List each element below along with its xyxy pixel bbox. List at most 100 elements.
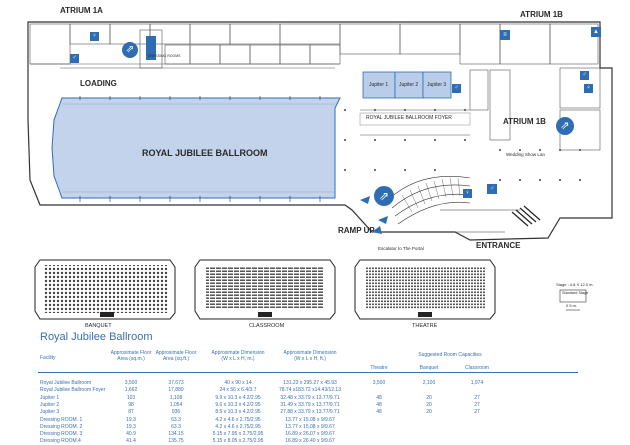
table-cell-sqft: 63.3: [171, 416, 181, 423]
header-dim-m: Approximate Dimension (W x L x H, m.): [211, 350, 265, 362]
arrow-icon: [360, 196, 370, 204]
restroom-icon: ♂: [452, 84, 461, 93]
seating-layouts: [34, 259, 587, 320]
restroom-icon: ♀: [90, 32, 99, 41]
table-cell-facility: Dressing ROOM. 1: [40, 416, 83, 423]
atrium-1b-label: ATRIUM 1B: [503, 117, 546, 126]
table-cell-classroom: 1,974: [470, 380, 484, 386]
header-classroom: Classroom: [465, 365, 489, 371]
table-cell-sqm: 19.3: [126, 416, 136, 423]
header-dim-ft: Approximate Dimension (W x L x H, ft.): [283, 350, 337, 362]
table-cell-sqft: 37,673: [168, 380, 184, 386]
table-cell-sqft: 936: [171, 409, 181, 416]
table-cell-sqft: 17,889: [168, 387, 184, 394]
classroom-label: CLASSROOM: [249, 323, 285, 329]
table-cell-facility: Royal Jubilee Ballroom Foyer: [40, 387, 106, 394]
table-cell-facility: Jupiter 2: [40, 401, 60, 408]
atrium-1a-label: ATRIUM 1A: [60, 6, 103, 15]
ballroom-label: ROYAL JUBILEE BALLROOM: [142, 148, 268, 158]
table-cell-dim_m: 8.5 x 10.3 x 4.2/2.95: [215, 409, 261, 416]
wedding-label: Wedding Show Lan: [506, 152, 545, 157]
restroom-icon: ♂: [70, 54, 79, 63]
table-cell-dim_ft: 31.49 x 33.79 x 13.77/9.71: [280, 401, 340, 408]
table-cell-sqm: 103: [126, 394, 136, 401]
table-cell-dim_m: 40 x 90 x 14: [224, 380, 252, 386]
table-cell-facility: Jupiter 3: [40, 409, 60, 416]
jupiter-1-label: Jupiter 1: [369, 82, 389, 88]
table-cell-dim_m: 24 x 56 x 6.4/3.7: [219, 387, 257, 394]
exit-icon: ▲: [591, 27, 601, 37]
banquet-label: BANQUET: [85, 323, 112, 329]
jupiter-2-label: Jupiter 2: [399, 82, 419, 88]
table-cell-theatre: 48: [376, 394, 382, 401]
escalator-icon: ⇗: [374, 186, 394, 206]
restroom-icon: ♀: [463, 189, 472, 198]
table-title: Royal Jubilee Ballroom: [40, 331, 153, 343]
table-cell-dim_ft: 27.88 x 33.79 x 13.77/9.71: [280, 409, 340, 416]
table-cell-sqm: 41.4: [126, 438, 136, 445]
arrow-icon: [378, 216, 388, 224]
table-cell-sqm: 87: [128, 409, 134, 416]
table-cell-sqm: 98: [128, 401, 134, 408]
header-theatre: Theatre: [370, 365, 388, 371]
table-divider: [38, 372, 578, 373]
elevator-icon: [146, 36, 156, 60]
table-cell-dim_m: 9.6 x 10.3 x 4.2/2.95: [215, 401, 261, 408]
table-cell-dim_ft: 32.48 x 33.79 x 13.77/9.71: [280, 394, 340, 401]
escalator-label: Escalator to The Portal: [378, 246, 424, 251]
table-cell-facility: Dressing ROOM.4: [40, 438, 81, 445]
header-facility: Facility: [40, 355, 56, 361]
header-banquet: Banquet: [419, 365, 439, 371]
table-cell-dim_ft: 131.23 x 295.27 x 45.93: [283, 380, 337, 386]
table-cell-banquet: 20: [426, 401, 432, 408]
theatre-label: THEATRE: [412, 323, 438, 329]
loading-label: LOADING: [80, 79, 117, 88]
dressing-label: DRESSING ROOMS: [148, 54, 181, 58]
table-cell-classroom: 27: [474, 401, 480, 408]
table-cell-banquet: 20: [426, 409, 432, 416]
table-cell-dim_m: 4.2 x 4.6 x 2.75/2.95: [215, 423, 261, 430]
jupiter-rooms: [362, 71, 452, 99]
table-cell-facility: Dressing ROOM. 2: [40, 423, 83, 430]
table-cell-theatre: 48: [376, 401, 382, 408]
table-cell-sqft: 1,054: [169, 401, 183, 408]
table-cell-sqft: 1,108: [169, 394, 183, 401]
escalator-icon: ⇗: [122, 42, 138, 58]
table-cell-sqm: 3,500: [124, 380, 138, 386]
ramp-up-label: RAMP UP: [338, 226, 375, 235]
header-floor-sqm: Approximate Floor Area (sq.m.): [110, 350, 152, 362]
arrow-icon: [372, 226, 382, 234]
escalator-icon: ⇗: [556, 117, 574, 135]
table-cell-sqm: 19.3: [126, 423, 136, 430]
restroom-icon: ♂: [487, 184, 497, 194]
floor-plan: [27, 21, 613, 241]
table-cell-classroom: 27: [474, 409, 480, 416]
foyer-label: ROYAL JUBILEE BALLROOM FOYER: [366, 115, 452, 121]
table-cell-dim_ft: 16.89 x 26.07 x 9/9.67: [285, 431, 335, 438]
table-cell-dim_m: 5.15 x 8.05 x 2.75/2.95: [212, 438, 264, 445]
table-cell-dim_ft: 13.77 x 15.08 x 9/9.67: [285, 423, 335, 430]
entrance-label: ENTRANCE: [476, 241, 521, 250]
table-cell-dim_m: 9.9 x 10.3 x 4.2/2.95: [215, 394, 261, 401]
table-cell-dim_m: 4.2 x 4.6 x 2.75/2.95: [215, 416, 261, 423]
stairs-icon: ≡: [500, 30, 510, 40]
table-cell-dim_m: 5.15 x 7.95 x 2.75/2.95: [212, 431, 264, 438]
table-cell-banquet: 2,100: [422, 380, 436, 386]
scale-label: 0 5 m.: [566, 303, 578, 308]
table-cell-facility: Royal Jubilee Ballroom: [40, 380, 92, 386]
jupiter-3-label: Jupiter 3: [427, 82, 447, 88]
atrium-1b-top-label: ATRIUM 1B: [520, 10, 563, 19]
table-cell-sqm: 1,662: [124, 387, 138, 394]
table-cell-dim_ft: 16.89 x 26.40 x 9/9.67: [285, 438, 335, 445]
table-cell-facility: Dressing ROOM. 3: [40, 431, 83, 438]
table-cell-facility: Jupiter 1: [40, 394, 60, 401]
restroom-icon: ♂: [580, 71, 589, 80]
stage-note: Stage : 4.8 X 12.0 m.: [556, 282, 594, 287]
table-cell-sqft: 135.75: [168, 438, 184, 445]
table-cell-classroom: 27: [474, 394, 480, 401]
table-cell-theatre: 48: [376, 409, 382, 416]
ballroom-area: [51, 97, 341, 199]
header-capacities: Suggested Room Capacities: [418, 352, 482, 358]
table-cell-sqft: 63.3: [171, 423, 181, 430]
standard-stage-label: Standard Stage: [562, 291, 589, 295]
